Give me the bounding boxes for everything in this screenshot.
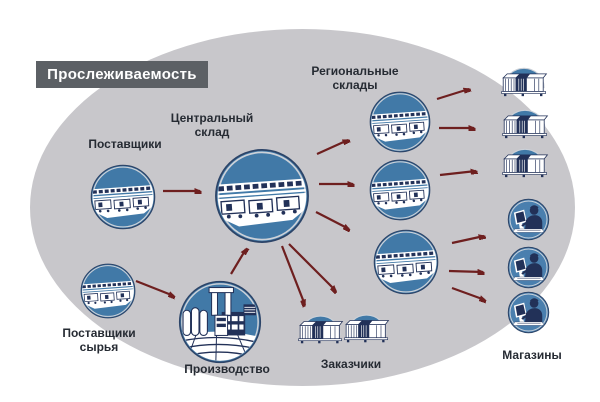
regional-warehouse-icon-3: [373, 229, 439, 295]
shop-person-computer-icon-1: [507, 198, 550, 241]
label-production: Производство: [184, 362, 270, 376]
store-containers-icon-3: [501, 141, 549, 180]
customer-containers-icon-2: [343, 307, 390, 345]
suppliers-warehouse-icon: [90, 164, 156, 230]
central-warehouse-icon: [214, 148, 310, 244]
regional-warehouse-icon-2: [369, 159, 431, 221]
label-regional-warehouses: Региональные склады: [311, 64, 399, 92]
store-containers-icon-1: [500, 60, 548, 99]
label-raw-suppliers: Поставщики сырья: [62, 326, 136, 354]
regional-warehouse-icon-1: [369, 91, 431, 153]
title-box: Прослеживаемость: [36, 61, 208, 88]
customer-containers-icon-1: [297, 308, 344, 346]
store-containers-icon-2: [501, 102, 549, 141]
label-stores: Магазины: [502, 348, 562, 362]
shop-person-computer-icon-2: [507, 246, 550, 289]
shop-person-computer-icon-3: [507, 291, 550, 334]
production-factory-icon: [178, 280, 262, 364]
label-central-warehouse: Центральный склад: [170, 111, 254, 139]
page-title: Прослеживаемость: [47, 66, 197, 83]
label-customers: Заказчики: [320, 357, 382, 371]
label-suppliers: Поставщики: [88, 137, 162, 151]
raw-suppliers-warehouse-icon: [80, 263, 136, 319]
